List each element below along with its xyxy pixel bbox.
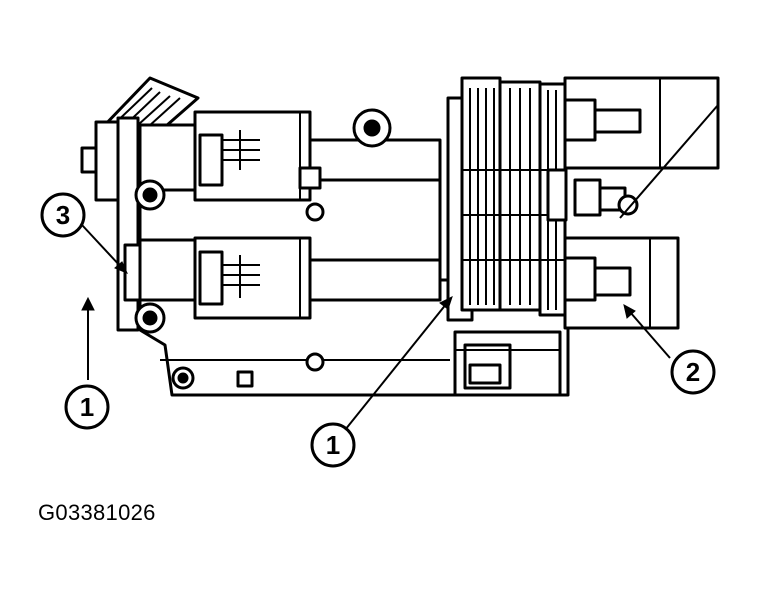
lower-solenoid: [138, 236, 312, 320]
callout-1-center: 1: [310, 422, 356, 468]
callout-label: 2: [686, 357, 700, 387]
callout-2: 2: [670, 349, 716, 395]
upper-solenoid: [138, 110, 312, 202]
leader-lines: [81, 104, 719, 431]
pressure-sensor: [573, 178, 639, 217]
callout-label: 1: [326, 430, 340, 460]
figure-id-label: G03381026: [38, 500, 156, 525]
electrical-connector: [453, 330, 562, 397]
lower-right-fitting: [563, 236, 680, 330]
valve-stack: [446, 76, 568, 322]
callout-1-left: 1: [64, 384, 110, 430]
callout-label: 1: [80, 392, 94, 422]
callout-3: 3: [40, 192, 86, 238]
spool-cylinders: [298, 138, 442, 302]
callout-label: 3: [56, 200, 70, 230]
upper-right-fitting: [563, 76, 720, 170]
